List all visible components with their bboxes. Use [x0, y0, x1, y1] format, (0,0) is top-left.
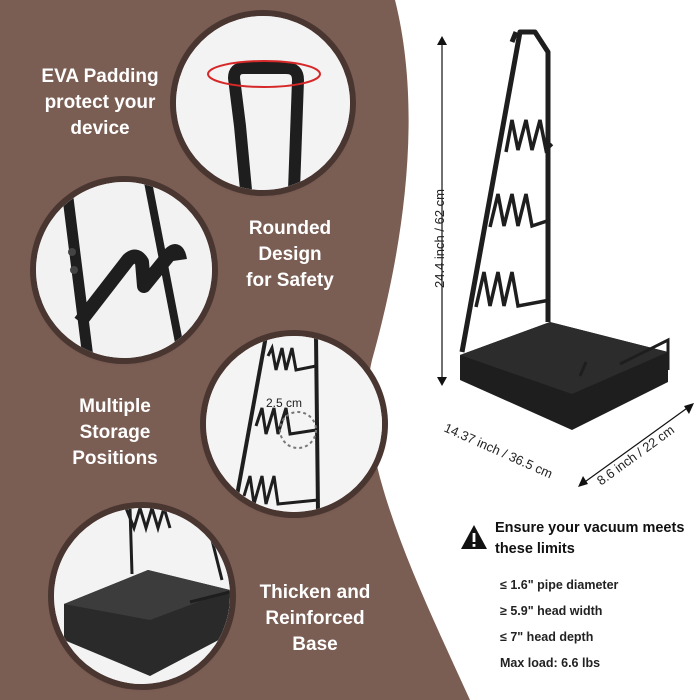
reinforced-base-detail-image — [54, 508, 230, 684]
height-dimension-label: 24.4 inch / 62 cm — [432, 189, 447, 288]
limits-title: Ensure your vacuum meets these limits — [495, 520, 685, 557]
feature-label-rounded-design: Rounded Design for Safety — [246, 218, 334, 291]
eva-padding-detail-image — [176, 16, 350, 190]
double-arrow-icon — [437, 36, 447, 386]
limit-max-load: Max load: 6.6 lbs — [500, 656, 601, 670]
limit-head-depth: ≤ 7" head depth — [500, 630, 594, 644]
feature-label-reinforced-base: Thicken and Reinforced Base — [259, 582, 371, 655]
vacuum-stand-product-image — [459, 29, 670, 430]
feature-label-storage-positions: Multiple Storage Positions — [72, 396, 158, 469]
vacuum-limits-panel: Ensure your vacuum meets these limits ≤ … — [455, 518, 695, 670]
feature-label-eva-padding: EVA Padding protect your device — [41, 66, 159, 139]
limit-pipe-diameter: ≤ 1.6" pipe diameter — [500, 578, 619, 592]
double-arrow-icon — [578, 403, 694, 487]
pipe-gap-callout: 2.5 cm — [266, 396, 303, 410]
warning-icon — [461, 525, 487, 549]
rounded-design-detail-image — [36, 182, 212, 358]
storage-positions-detail-image — [206, 336, 382, 512]
limit-head-width: ≥ 5.9" head width — [500, 604, 603, 618]
